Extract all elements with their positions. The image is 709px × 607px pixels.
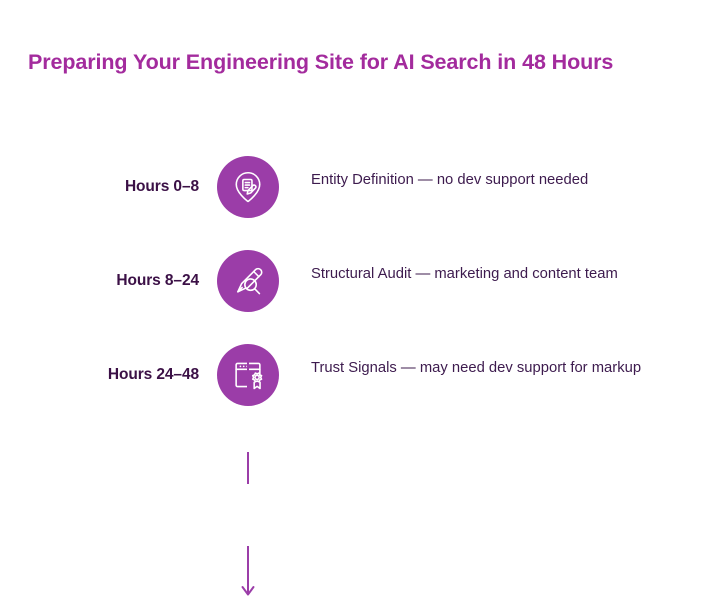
timeline-step-3-hours-label: Hours 24–48: [107, 366, 199, 383]
map-pin-document-pen-icon: [229, 168, 267, 206]
page-title: Preparing Your Engineering Site for AI S…: [28, 50, 614, 74]
timeline-connector-1: [247, 358, 249, 390]
pencil-magnifier-icon: [229, 262, 267, 300]
timeline-step-1-description: Entity Definition — no dev support neede…: [311, 172, 589, 188]
timeline-step-2: Hours 8–24 Structural Audit — marketing …: [0, 234, 709, 328]
timeline-connector-2: [247, 452, 249, 484]
arrow-down-icon: [238, 545, 258, 602]
timeline-step-1-node[interactable]: [217, 156, 279, 218]
timeline-step-1: Hours 0–8 Entity Definition — no dev sup…: [0, 140, 709, 234]
timeline: Hours 0–8 Entity Definition — no dev sup…: [0, 140, 709, 596]
timeline-step-2-hours-label: Hours 8–24: [116, 272, 199, 289]
timeline-step-3: Hours 24–48 Trust Signals — may need dev…: [0, 328, 709, 422]
timeline-step-3-description: Trust Signals — may need dev support for…: [311, 360, 642, 376]
timeline-step-2-node[interactable]: [217, 250, 279, 312]
timeline-step-2-description: Structural Audit — marketing and content…: [311, 266, 618, 282]
timeline-step-1-hours-label: Hours 0–8: [124, 178, 199, 195]
